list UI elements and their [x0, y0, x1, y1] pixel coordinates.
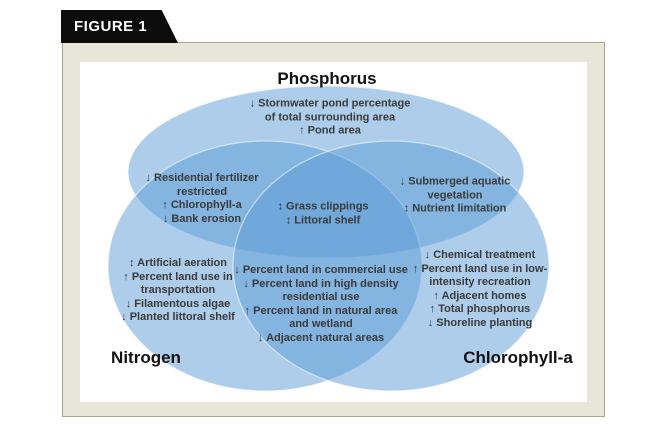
region-text-line: ↓ Submerged aquatic: [399, 175, 511, 188]
region-text-line: ↓ Percent land in commercial use: [234, 264, 408, 277]
venn-region-nitrogen-chlorophyll: ↓ Percent land in commercial use ↓ Perce…: [234, 264, 408, 346]
region-text-line: ↑ Total phosphorus: [429, 303, 531, 316]
figure-banner: FIGURE 1: [61, 10, 178, 43]
region-text-line: ↓ Filamentous algae: [125, 297, 231, 310]
venn-region-chlorophyll-only: ↓ Chemical treatment ↑ Percent land use …: [413, 249, 547, 331]
venn-region-phosphorus-nitrogen: ↓ Residential fertilizer restricted ↑ Ch…: [145, 172, 258, 226]
circle-label-phosphorus: Phosphorus: [277, 69, 377, 88]
venn-region-center-all-three: ↕ Grass clippings ↕ Littoral shelf: [277, 200, 368, 227]
figure-label: FIGURE 1: [74, 18, 148, 35]
region-text-line: transportation: [140, 284, 216, 297]
region-text-line: ↓ Bank erosion: [162, 212, 242, 225]
region-text-line: ↓ Residential fertilizer: [145, 171, 259, 184]
region-text-line: ↓ Stormwater pond percentage: [249, 97, 411, 110]
region-text-line: of total surrounding area: [264, 111, 396, 124]
region-text-line: ↕ Littoral shelf: [285, 214, 361, 226]
region-text-line: and wetland: [289, 318, 353, 331]
region-text-line: ↑ Pond area: [299, 124, 361, 137]
circle-label-chlorophyll: Chlorophyll-a: [463, 348, 573, 367]
region-text-line: ↓ Shoreline planting: [427, 317, 533, 330]
region-text-line: ↕ Grass clippings: [277, 200, 369, 213]
region-text-line: ↑ Percent land in natural area: [244, 305, 398, 317]
region-text-line: ↓ Chemical treatment: [424, 249, 536, 262]
region-text-line: ↕ Artificial aeration: [128, 257, 227, 270]
region-text-line: ↑ Adjacent homes: [433, 290, 527, 302]
region-text-line: ↑ Chlorophyll-a: [162, 199, 242, 211]
region-text-line: ↓ Adjacent natural areas: [257, 332, 385, 345]
region-text-line: ↑ Percent land use in low-: [412, 262, 548, 275]
venn-region-nitrogen-only: ↕ Artificial aeration ↑ Percent land use…: [121, 257, 235, 325]
region-text-line: restricted: [176, 185, 228, 198]
venn-region-phosphorus-only: ↓ Stormwater pond percentage of total su…: [250, 98, 411, 139]
venn-diagram: [107, 85, 550, 392]
region-text-line: residential use: [282, 291, 360, 304]
region-text-line: ↓ Percent land in high density: [243, 277, 399, 290]
region-text-line: ↕ Nutrient limitation: [403, 202, 507, 215]
region-text-line: ↓ Planted littoral shelf: [121, 311, 235, 324]
venn-panel: Phosphorus Nitrogen Chlorophyll-a ↓ Stor…: [80, 62, 587, 402]
region-text-line: intensity recreation: [429, 276, 531, 289]
chlorophyll-ellipse: [232, 140, 550, 392]
region-text-line: ↑ Percent land use in: [123, 270, 233, 283]
region-text-line: vegetation: [427, 189, 483, 202]
circle-label-nitrogen: Nitrogen: [111, 348, 181, 367]
venn-region-phosphorus-chlorophyll: ↓ Submerged aquatic vegetation ↕ Nutrien…: [400, 176, 511, 217]
